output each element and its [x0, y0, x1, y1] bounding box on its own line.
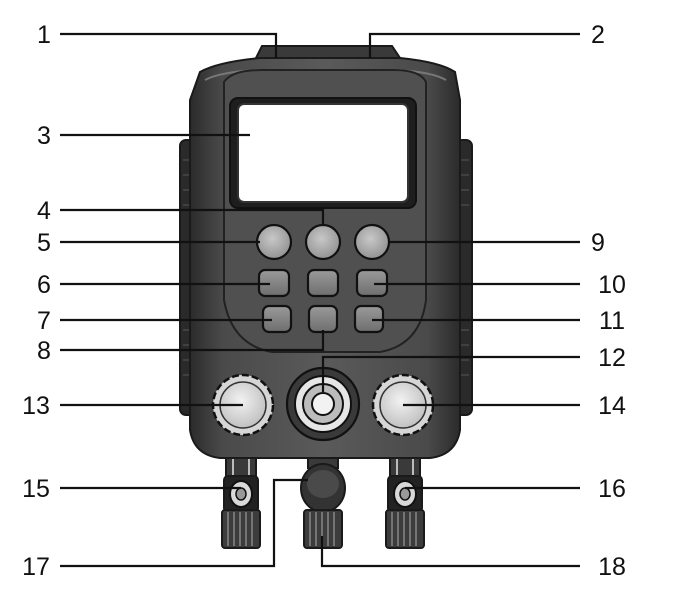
- callout-12: 12: [598, 344, 626, 372]
- leader-18: [320, 536, 580, 568]
- center-hose-connector: [300, 447, 346, 549]
- round-keys: [255, 223, 391, 261]
- callout-5: 5: [37, 229, 51, 257]
- right-hose-connector: [385, 447, 425, 549]
- center-port: [285, 366, 361, 442]
- leader-1: [60, 32, 278, 58]
- callout-11: 11: [599, 307, 625, 335]
- key-row2-center[interactable]: [307, 304, 339, 334]
- callout-8: 8: [37, 337, 51, 365]
- callout-6: 6: [37, 271, 51, 299]
- leader-12: [321, 355, 580, 392]
- callout-14: 14: [598, 392, 626, 420]
- square-keys-row-1: [257, 268, 389, 298]
- callout-1: 1: [37, 21, 51, 49]
- leader-lines: [60, 32, 580, 568]
- callout-10: 10: [598, 271, 626, 299]
- key-row1-center[interactable]: [306, 268, 340, 298]
- callout-13: 13: [22, 392, 50, 420]
- callout-3: 3: [37, 122, 51, 150]
- display-screen: [229, 97, 417, 209]
- callout-9: 9: [591, 229, 605, 257]
- leader-8: [60, 330, 325, 352]
- callout-2: 2: [591, 21, 605, 49]
- callout-7: 7: [37, 307, 51, 335]
- right-round-key[interactable]: [353, 223, 391, 261]
- callout-4: 4: [37, 197, 51, 225]
- center-round-key[interactable]: [304, 223, 342, 261]
- leader-17: [60, 478, 308, 568]
- leader-4: [60, 208, 325, 225]
- left-round-key[interactable]: [255, 223, 293, 261]
- callout-18: 18: [598, 553, 626, 581]
- top-port-housing: [254, 45, 402, 59]
- square-keys-row-2: [261, 304, 385, 334]
- callout-17: 17: [22, 553, 50, 581]
- leader-2: [368, 32, 580, 58]
- callout-15: 15: [22, 475, 50, 503]
- left-hose-connector: [221, 447, 261, 549]
- callout-16: 16: [598, 475, 626, 503]
- callout-labels: 1 2 3 4 5 6 7 8 9 10 11 12 13 14 15 16 1…: [22, 21, 626, 581]
